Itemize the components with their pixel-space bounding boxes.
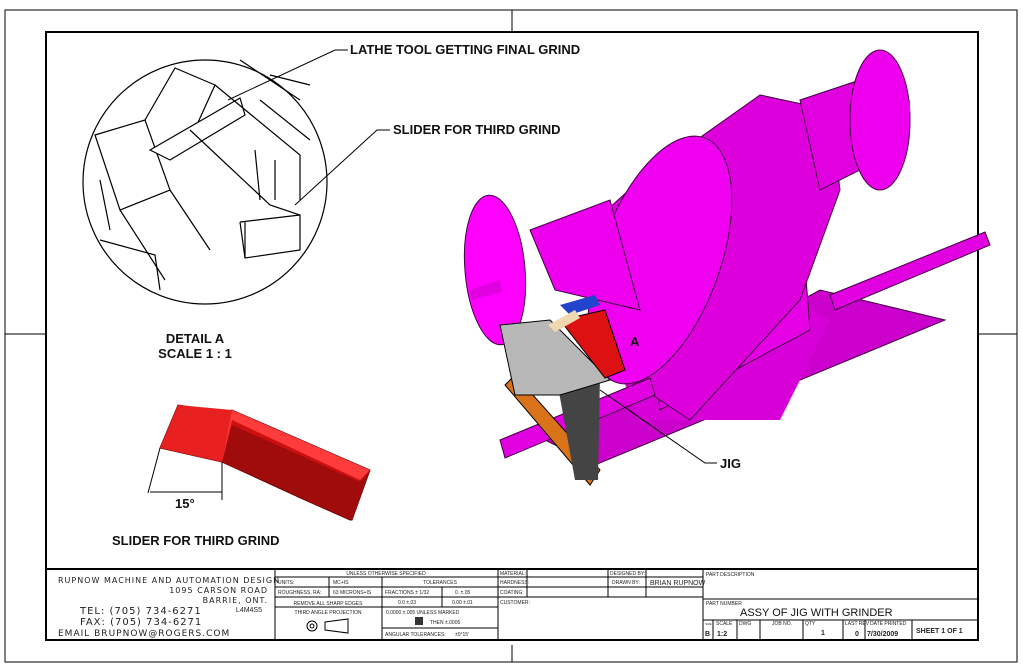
company-city: BARRIE, ONT. bbox=[203, 596, 268, 605]
material-label: MATERIAL: bbox=[500, 571, 526, 577]
rev-value: 0 bbox=[855, 631, 859, 638]
leader-line bbox=[294, 129, 390, 206]
tol-then: THEN ±.0005 bbox=[430, 620, 460, 626]
company-name: RUPNOW MACHINE AND AUTOMATION DESIGN bbox=[58, 576, 280, 585]
dwg-label: DWG bbox=[739, 621, 751, 627]
qty-label: QTY bbox=[805, 621, 816, 627]
scale-value: 1:2 bbox=[717, 631, 727, 638]
third-angle-projection-icon bbox=[306, 618, 349, 634]
tolerances-header: TOLERANCES bbox=[423, 580, 457, 586]
part-number: ASSY OF JIG WITH GRINDER bbox=[740, 607, 893, 619]
leader-line bbox=[227, 49, 348, 101]
checker-icon bbox=[415, 617, 423, 625]
qty-value: 1 bbox=[821, 630, 825, 637]
size-value: B bbox=[705, 631, 710, 638]
date-value: 7/30/2009 bbox=[867, 631, 898, 638]
sheet-number: SHEET 1 OF 1 bbox=[916, 628, 963, 635]
company-tel: TEL: (705) 734-6271 bbox=[79, 606, 202, 617]
date-label: DATE PRINTED bbox=[870, 621, 907, 627]
units-label: UNITS: bbox=[278, 580, 294, 586]
roughness-value: 63 MICRONS+IS bbox=[333, 590, 372, 596]
tol-0000: 0.0000 ±.005 UNLESS MARKED bbox=[386, 610, 460, 616]
detail-a-view bbox=[82, 59, 328, 305]
leader-line bbox=[599, 389, 717, 464]
title-block bbox=[45, 568, 979, 641]
tol-00b: 0.00 ±.01 bbox=[452, 600, 473, 606]
jig-assembly bbox=[499, 295, 626, 486]
rev-label: LAST REV bbox=[845, 621, 870, 627]
callout-jig: JIG bbox=[720, 456, 741, 471]
spec-header: UNLESS OTHERWISE SPECIFIED bbox=[346, 571, 426, 577]
callout-lathe-tool: LATHE TOOL GETTING FINAL GRIND bbox=[350, 42, 580, 57]
part-description-label: PART DESCRIPTION bbox=[706, 572, 755, 578]
roughness-label: ROUGHNESS, RA: bbox=[278, 590, 321, 596]
sharp-edges-note: REMOVE ALL SHARP EDGES bbox=[294, 601, 364, 607]
company-email: EMAIL BRUPNOW@ROGERS.COM bbox=[58, 629, 230, 639]
dimension-extension bbox=[147, 447, 161, 494]
detail-title: DETAIL A bbox=[166, 331, 225, 346]
tol-0: 0. ±.05 bbox=[455, 590, 470, 596]
size-label: SIZE bbox=[705, 622, 712, 626]
outer-border bbox=[4, 9, 1018, 663]
slider-part bbox=[159, 404, 371, 521]
hardness-label: HARDNESS: bbox=[500, 580, 529, 586]
angular-label: ANGULAR TOLERANCES: bbox=[385, 632, 446, 638]
designed-by-label: DESIGNED BY: bbox=[610, 571, 645, 577]
company-fax: FAX: (705) 734-6271 bbox=[80, 617, 202, 628]
angular-value: ±0°15' bbox=[455, 632, 469, 638]
tol-fractions: FRACTIONS ± 1/32 bbox=[385, 590, 429, 596]
drawn-by-label: DRAWN BY: bbox=[612, 580, 640, 586]
company-postal: L4M4S5 bbox=[236, 607, 262, 614]
units-value: MC+IS bbox=[333, 580, 349, 586]
detail-letter: A bbox=[630, 334, 640, 349]
projection-label: THIRD ANGLE PROJECTION bbox=[295, 610, 362, 616]
part-number-label: PART NUMBER bbox=[706, 601, 742, 607]
customer-label: CUSTOMER: bbox=[500, 600, 530, 606]
detail-scale: SCALE 1 : 1 bbox=[158, 346, 232, 361]
slider-caption: SLIDER FOR THIRD GRIND bbox=[112, 533, 280, 548]
callout-slider-third-grind: SLIDER FOR THIRD GRIND bbox=[393, 122, 561, 137]
scale-label: SCALE bbox=[716, 621, 733, 627]
coating-label: COATING: bbox=[500, 590, 524, 596]
angle-dimension: 15° bbox=[175, 496, 195, 511]
tol-00a: 0.0 ±.03 bbox=[398, 600, 416, 606]
drawn-by: BRIAN RUPNOW bbox=[650, 580, 706, 587]
company-street: 1095 CARSON ROAD bbox=[169, 586, 268, 595]
job-label: JOB NO. bbox=[772, 621, 792, 627]
